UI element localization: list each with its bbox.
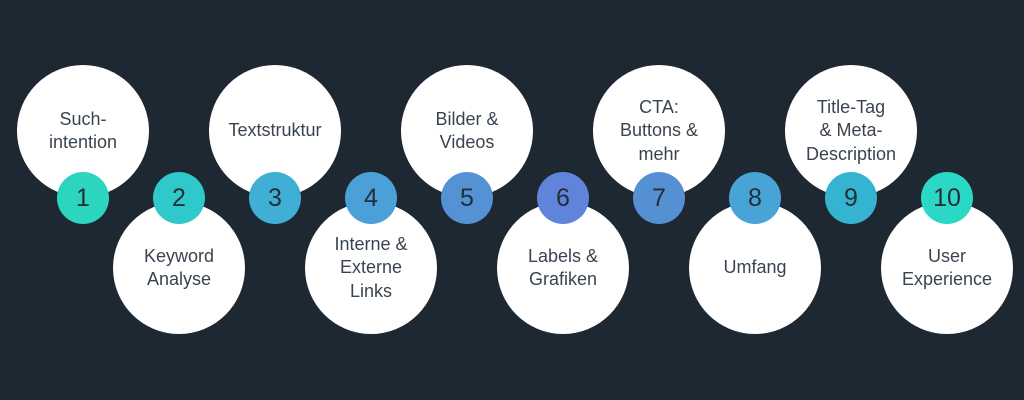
- step-label: CTA: Buttons & mehr: [619, 97, 699, 164]
- step-number-badge: 9: [825, 172, 877, 224]
- step-number-badge: 6: [537, 172, 589, 224]
- step-number-badge: 8: [729, 172, 781, 224]
- step-node-8: Umfang 8: [689, 172, 821, 334]
- step-label: Labels & Grafiken: [527, 245, 599, 289]
- step-number-badge: 10: [921, 172, 973, 224]
- step-label: Bilder & Videos: [435, 108, 499, 152]
- step-node-9: Title-Tag & Meta- Description 9: [785, 65, 917, 224]
- step-label: Such- intention: [48, 108, 118, 152]
- step-circle: User Experience: [881, 202, 1013, 334]
- step-node-10: User Experience 10: [881, 172, 1013, 334]
- step-circle: Interne & Externe Links: [305, 202, 437, 334]
- step-circle: Umfang: [689, 202, 821, 334]
- step-node-2: Keyword Analyse 2: [113, 172, 245, 334]
- step-number-badge: 7: [633, 172, 685, 224]
- step-node-6: Labels & Grafiken 6: [497, 172, 629, 334]
- step-number-badge: 5: [441, 172, 493, 224]
- step-circle: Keyword Analyse: [113, 202, 245, 334]
- step-number-badge: 1: [57, 172, 109, 224]
- step-number-badge: 4: [345, 172, 397, 224]
- step-label: Keyword Analyse: [143, 245, 215, 289]
- step-label: User Experience: [901, 245, 993, 289]
- step-node-1: Such- intention 1: [17, 65, 149, 224]
- step-label: Interne & Externe Links: [334, 234, 408, 301]
- step-label: Title-Tag & Meta- Description: [805, 97, 897, 164]
- step-node-5: Bilder & Videos 5: [401, 65, 533, 224]
- step-label: Textstruktur: [228, 120, 322, 141]
- step-circle: Labels & Grafiken: [497, 202, 629, 334]
- step-node-3: Textstruktur 3: [209, 65, 341, 224]
- step-number-badge: 3: [249, 172, 301, 224]
- step-label: Umfang: [723, 257, 787, 278]
- step-number-badge: 2: [153, 172, 205, 224]
- step-node-4: Interne & Externe Links 4: [305, 172, 437, 334]
- step-node-7: CTA: Buttons & mehr 7: [593, 65, 725, 224]
